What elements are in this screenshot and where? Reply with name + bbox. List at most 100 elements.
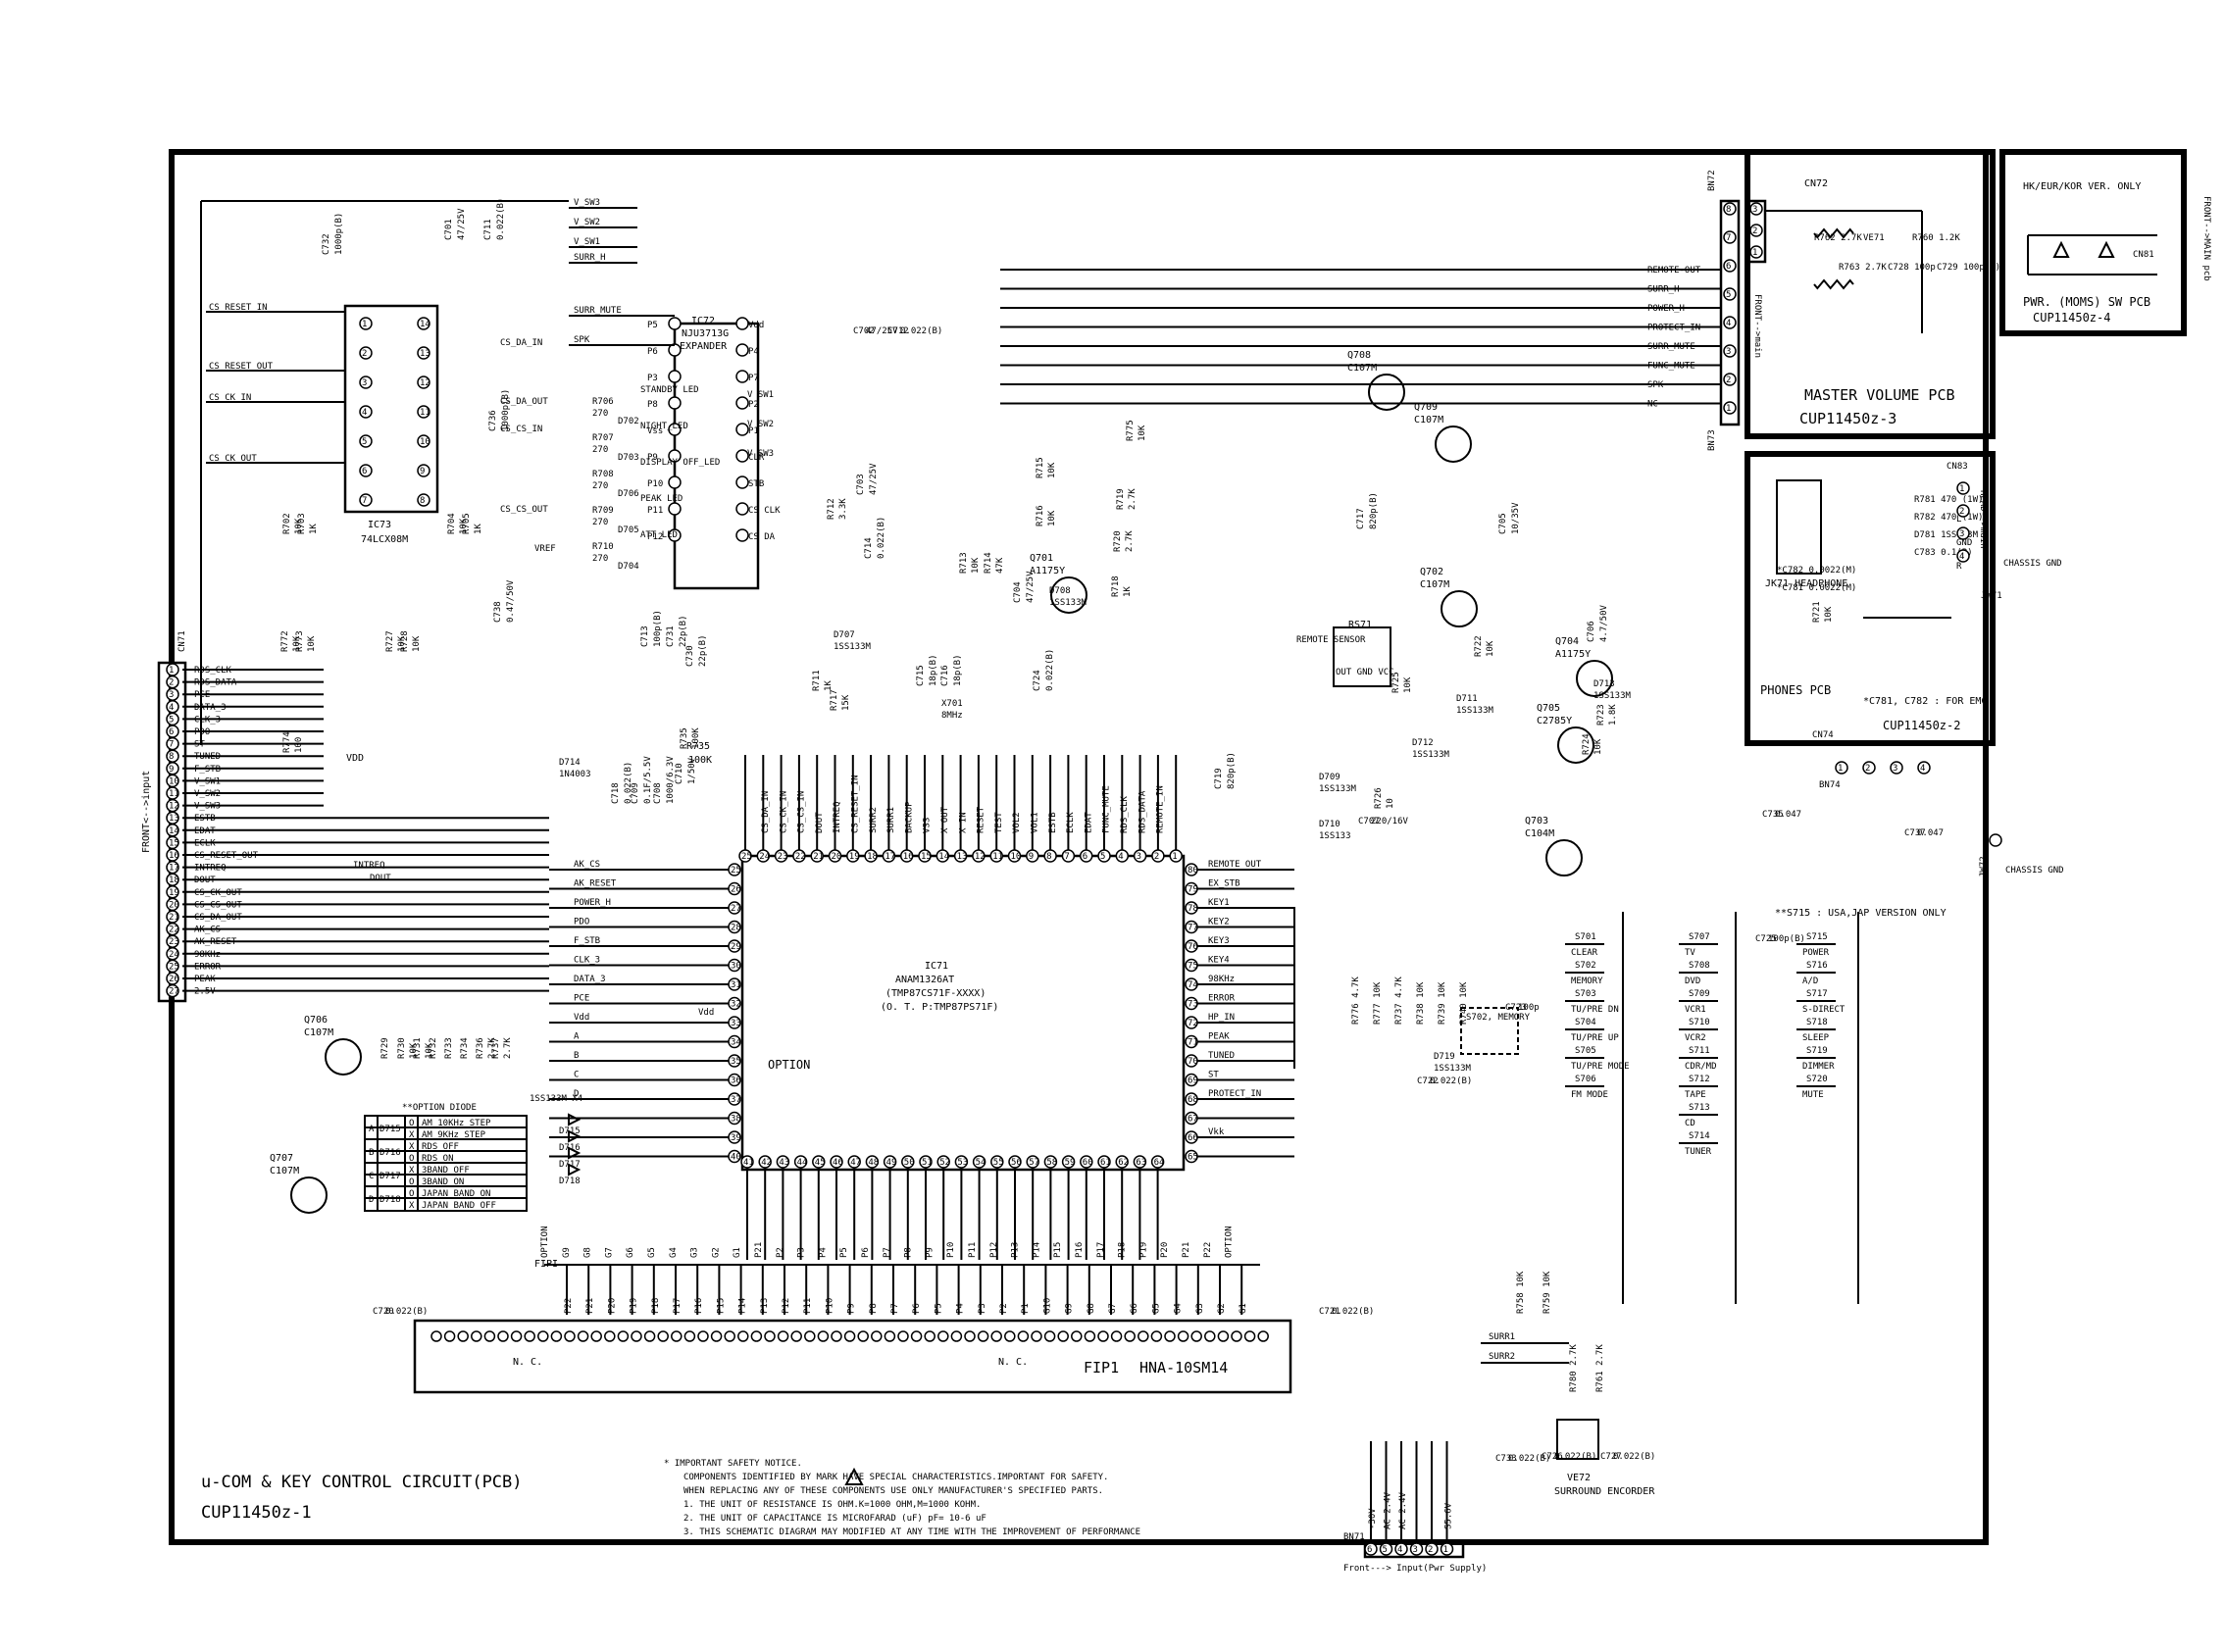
pin-number: 54 (976, 1158, 986, 1168)
fip-pin-circle (1190, 1330, 1202, 1342)
capacitor-ref: C707 (1358, 817, 1380, 826)
opt-flag: O (409, 1189, 414, 1199)
diode-symbol (568, 1129, 582, 1143)
pin-circle (417, 493, 430, 507)
key-switch-name: SLEEP (1802, 1033, 1830, 1043)
bn71-pin-label: AC 2.4V (1398, 1491, 1408, 1529)
pin-number: 79 (1188, 885, 1198, 895)
pin-number: 51 (922, 1158, 933, 1168)
ic71-left-pin-label: CLK_3 (574, 956, 600, 966)
fip-pin-label: P8 (869, 1303, 879, 1314)
resistor-ref: R729 (380, 1037, 390, 1059)
pin-number: 55 (993, 1158, 1004, 1168)
pin-number: 3 (362, 378, 367, 388)
grid-label: G7 (604, 1247, 614, 1258)
transistor-type: C2785Y (1537, 716, 1572, 726)
pin-number: 76 (1188, 942, 1198, 952)
fip-pin-circle (430, 1330, 442, 1342)
pin-number: 31 (731, 980, 741, 990)
mv-part-label: R762 2.7K (1814, 233, 1862, 243)
diode-ref: D707 (834, 630, 855, 640)
pin-circle (735, 370, 749, 383)
diode-ref: X701 (941, 699, 963, 709)
grid-label: G2 (711, 1247, 721, 1258)
capacitor-value: 0.022(B) (877, 517, 886, 559)
pin-number: 10 (169, 776, 179, 786)
pin-circle (735, 423, 749, 436)
key-switch-ref: S704 (1575, 1018, 1596, 1027)
led-resistor-value: 270 (592, 409, 608, 419)
grid-label: P4 (818, 1247, 828, 1258)
ic72-right-pin: P1 (748, 426, 759, 436)
fip-pin-circle (697, 1330, 709, 1342)
transistor-ref: Q702 (1420, 567, 1443, 577)
surround-ref: VE72 (1567, 1473, 1591, 1483)
diode-ref: D708 (1049, 586, 1071, 596)
capacitor-ref: C712 (887, 326, 909, 336)
pin-circle (1723, 202, 1737, 216)
fip-pin-label: P14 (738, 1298, 748, 1314)
ic71-top-pin-label: VOL1 (1031, 812, 1040, 833)
ic73-name: 74LCX08M (361, 534, 408, 545)
ic72-left-pin: Vss (647, 426, 663, 436)
capacitor-ref: C720 (373, 1307, 394, 1317)
ic71-left-pin-label: D (574, 1089, 579, 1099)
fip-pin-circle (1110, 1330, 1123, 1342)
pin-number: 17 (169, 864, 179, 874)
pin-number: 16 (169, 851, 179, 861)
ic71-left-pin-label: C (574, 1071, 579, 1080)
capacitor-value: 18p(B) (953, 654, 963, 686)
signal-label: VREF (534, 544, 556, 554)
pin-number: 5 (1383, 1545, 1388, 1555)
led-name: NIGHT_LED (640, 422, 688, 431)
key-switch-name: S-DIRECT (1802, 1005, 1846, 1015)
capacitor-value: 0.022(B) (1613, 1452, 1655, 1462)
resistor-value: 15K (841, 694, 851, 711)
pin-circle (417, 434, 430, 448)
fip-nc-right: N. C. (998, 1357, 1028, 1368)
pin-number: 1 (169, 666, 174, 676)
fip-pin-label: P5 (934, 1303, 943, 1314)
fip-pin-circle (950, 1330, 963, 1342)
fip-pin-circle (817, 1330, 830, 1342)
pin-number: 25 (731, 866, 741, 876)
headphone-jack-label: JK71 HEADPHONE (1765, 578, 1847, 589)
capacitor-value: 100p(B) (1768, 934, 1805, 944)
capacitor-ref: C703 (856, 474, 866, 495)
key-switch-name: CLEAR (1571, 948, 1598, 958)
pin-circle (668, 502, 682, 516)
fip-pin-circle (1097, 1330, 1109, 1342)
transistor-symbol (1368, 374, 1405, 411)
ic71-right-pin-label: KEY3 (1208, 936, 1230, 946)
pin-number: 23 (778, 852, 788, 862)
led-resistor-ref: R706 (592, 397, 614, 407)
pin-number: 3 (1959, 529, 1964, 539)
ic71-sub1: (TMP87CS71F-XXXX) (885, 988, 986, 999)
ic72-right-pin: P2 (748, 400, 759, 410)
key-switch-name: VCR1 (1685, 1005, 1706, 1015)
pin-circle (359, 464, 373, 477)
key-switch-ref: S714 (1689, 1131, 1710, 1141)
pin-number: 5 (362, 437, 367, 447)
resistor-ref: R719 (1116, 488, 1126, 510)
pin-number: 11 (420, 408, 430, 418)
ic72-right-pin: Vdd (748, 321, 764, 330)
pin-number: 19 (169, 888, 179, 898)
grid-label: P22 (1203, 1242, 1213, 1258)
pin-number: 59 (1065, 1158, 1076, 1168)
option-diode-ref: D718 (559, 1176, 581, 1186)
memory-box-label: S702, MEMORY (1466, 1013, 1531, 1023)
pin-number: 65 (1188, 1153, 1198, 1163)
pin-number: 26 (731, 885, 741, 895)
pin-number: 50 (904, 1158, 915, 1168)
fip-pin-circle (750, 1330, 763, 1342)
capacitor-ref: C723 (1505, 1003, 1527, 1013)
diode-ref: D712 (1412, 738, 1434, 748)
pin-circle (1749, 245, 1763, 259)
fip-pin-label: P1 (1021, 1303, 1031, 1314)
resistor-value: 2.7K (487, 1037, 497, 1059)
key-switch-ref: S702 (1575, 961, 1596, 971)
capacitor-value: 820p(B) (1227, 752, 1237, 789)
ic71-top-pin-label: X IN (958, 812, 968, 833)
grid-label: P12 (989, 1242, 999, 1258)
